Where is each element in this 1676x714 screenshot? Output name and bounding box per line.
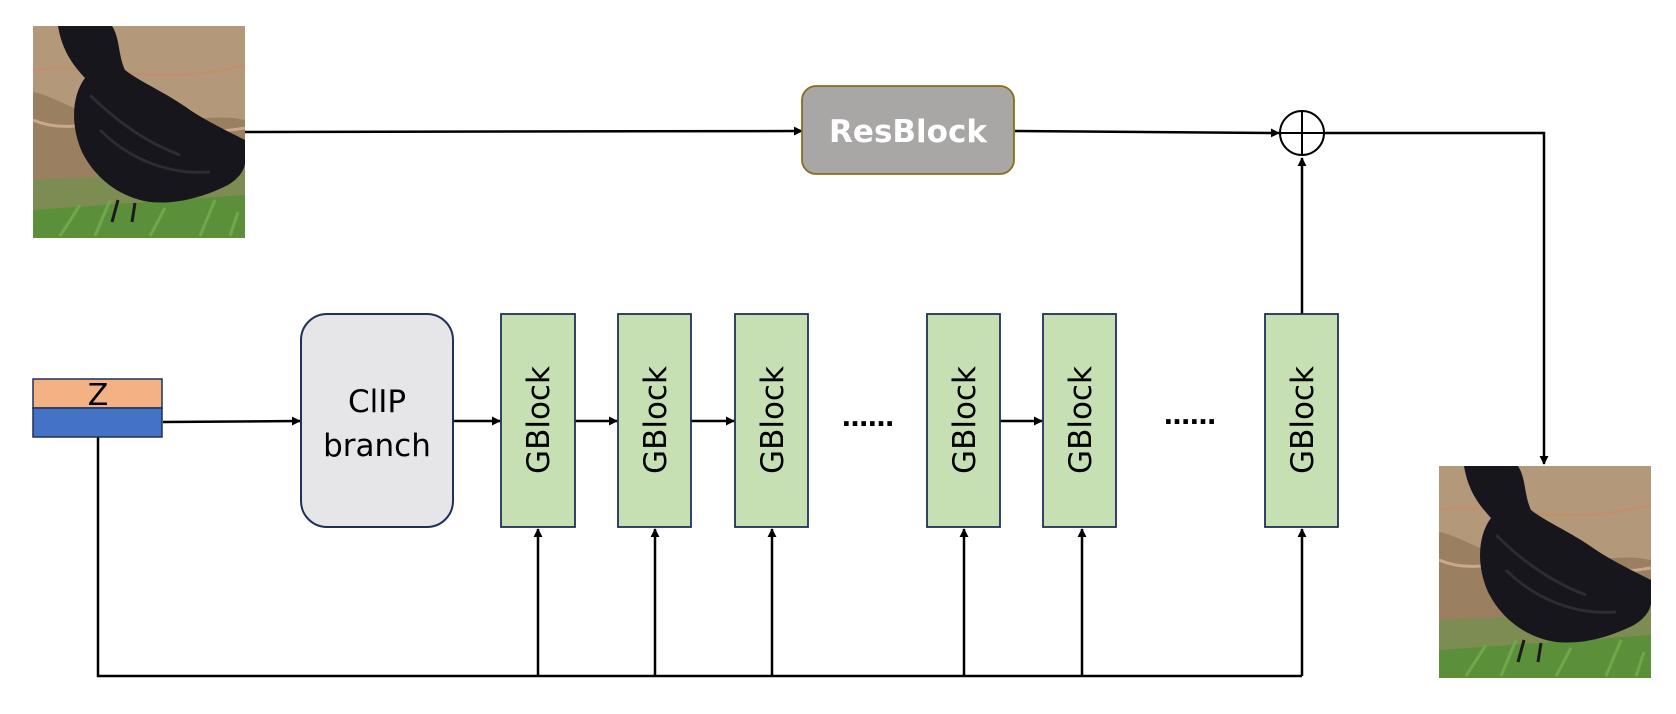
arrow-latent-to-clip [162, 416, 301, 426]
latent-z-node: Z [32, 378, 163, 438]
gblock-label: GBlock [1285, 366, 1321, 474]
latent-bus [96, 414, 1302, 678]
resblock-node: ResBlock [801, 85, 1015, 175]
ellipsis-1: …… [842, 403, 894, 433]
arrow-input-to-resblock [244, 126, 803, 136]
gblock-label: GBlock [521, 366, 557, 474]
gblock-4: GBlock [926, 313, 1001, 528]
gblock-5: GBlock [1042, 313, 1117, 528]
clip-branch-label-line2: branch [323, 428, 431, 464]
sum-node [1279, 110, 1325, 156]
latent-z-label: Z [88, 378, 109, 413]
resblock-label: ResBlock [829, 114, 988, 150]
arrow-resblock-to-sum [1014, 128, 1280, 138]
clip-branch-node: ClIP branch [300, 313, 454, 528]
output-image [1439, 466, 1651, 678]
gblock-label: GBlock [1063, 366, 1099, 474]
gblock-6: GBlock [1264, 313, 1339, 528]
gblock-2: GBlock [617, 313, 692, 528]
arrow-sum-to-output [1325, 131, 1549, 465]
ellipsis-2: …… [1164, 401, 1216, 431]
connections [96, 126, 1549, 678]
input-image [33, 26, 245, 238]
gblock-label: GBlock [755, 366, 791, 474]
gblock-label: GBlock [947, 366, 983, 474]
gblock-1: GBlock [500, 313, 576, 528]
gblock-label: GBlock [638, 366, 674, 474]
clip-branch-label-line1: ClIP [348, 384, 406, 420]
gblock-3: GBlock [734, 313, 809, 528]
